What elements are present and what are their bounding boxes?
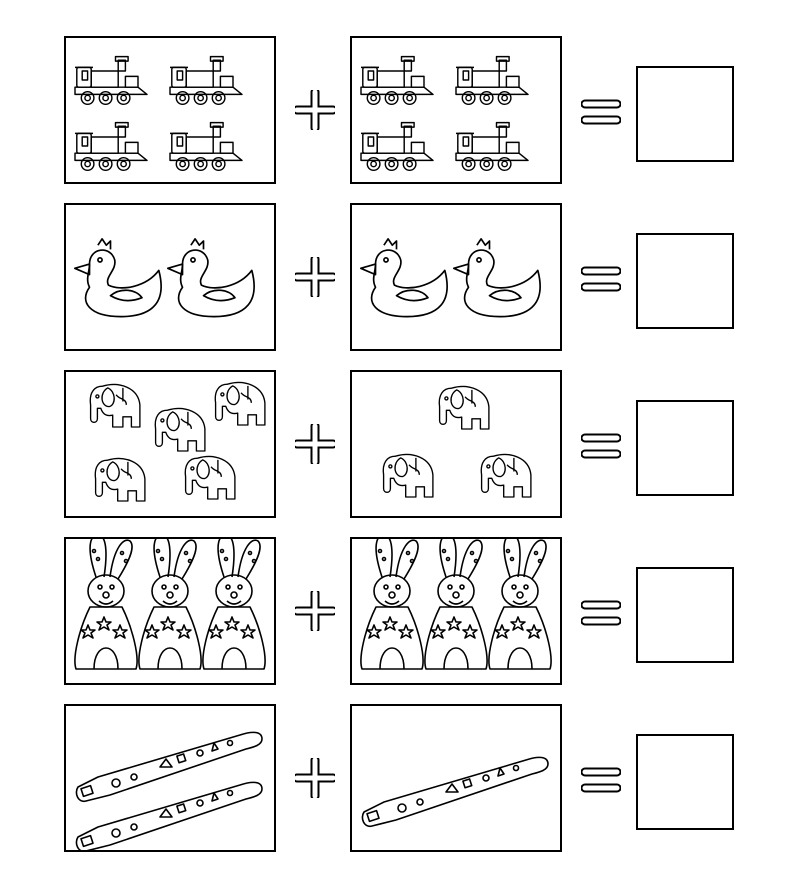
equation-row xyxy=(0,370,800,522)
equals-icon xyxy=(581,266,621,292)
elephant-icon xyxy=(154,407,206,452)
right-picture-card xyxy=(350,203,562,351)
equation-row xyxy=(0,203,800,355)
answer-box[interactable] xyxy=(636,567,734,663)
duck-icon xyxy=(73,238,162,318)
plus-icon xyxy=(295,90,335,130)
right-picture-card xyxy=(350,704,562,852)
right-picture-group xyxy=(360,539,552,670)
train-icon xyxy=(74,121,148,172)
equals-icon xyxy=(581,767,621,793)
left-picture-group xyxy=(74,539,266,670)
answer-box[interactable] xyxy=(636,66,734,162)
elephant-icon xyxy=(382,453,434,498)
equals-icon xyxy=(581,99,621,125)
elephant-icon xyxy=(438,385,490,430)
train-icon xyxy=(74,55,148,106)
left-picture-group xyxy=(73,238,255,318)
equals-icon xyxy=(581,600,621,626)
bunny-icon xyxy=(74,539,138,670)
left-picture-card xyxy=(64,704,276,852)
flute-icon xyxy=(75,731,263,803)
train-icon xyxy=(169,55,243,106)
right-picture-group xyxy=(360,55,529,172)
plus-icon xyxy=(295,758,335,798)
answer-box[interactable] xyxy=(636,400,734,496)
left-picture-card xyxy=(64,203,276,351)
train-icon xyxy=(360,55,434,106)
left-picture-card xyxy=(64,370,276,518)
left-picture-card xyxy=(64,36,276,184)
left-picture-group xyxy=(75,731,263,850)
right-picture-card xyxy=(350,537,562,685)
elephant-icon xyxy=(184,455,236,500)
duck-icon xyxy=(359,238,448,318)
duck-icon xyxy=(166,238,255,318)
right-picture-card xyxy=(350,370,562,518)
train-icon xyxy=(169,121,243,172)
train-icon xyxy=(455,121,529,172)
bunny-icon xyxy=(360,539,424,670)
bunny-icon xyxy=(488,539,552,670)
elephant-icon xyxy=(214,381,266,426)
equation-row xyxy=(0,537,800,689)
equals-icon xyxy=(581,433,621,459)
bunny-icon xyxy=(138,539,202,670)
plus-icon xyxy=(295,424,335,464)
duck-icon xyxy=(452,238,541,318)
bunny-icon xyxy=(424,539,488,670)
right-picture-group xyxy=(359,238,541,318)
right-picture-card xyxy=(350,36,562,184)
answer-box[interactable] xyxy=(636,233,734,329)
left-picture-group xyxy=(89,381,266,502)
right-picture-group xyxy=(382,385,532,498)
answer-box[interactable] xyxy=(636,734,734,830)
bunny-icon xyxy=(202,539,266,670)
train-icon xyxy=(360,121,434,172)
right-picture-group xyxy=(361,756,549,828)
flute-icon xyxy=(75,781,263,850)
flute-icon xyxy=(361,756,549,828)
elephant-icon xyxy=(480,453,532,498)
elephant-icon xyxy=(89,383,141,428)
plus-icon xyxy=(295,257,335,297)
equation-row xyxy=(0,704,800,856)
left-picture-card xyxy=(64,537,276,685)
plus-icon xyxy=(295,591,335,631)
train-icon xyxy=(455,55,529,106)
left-picture-group xyxy=(74,55,243,172)
elephant-icon xyxy=(94,457,146,502)
equation-row xyxy=(0,36,800,188)
